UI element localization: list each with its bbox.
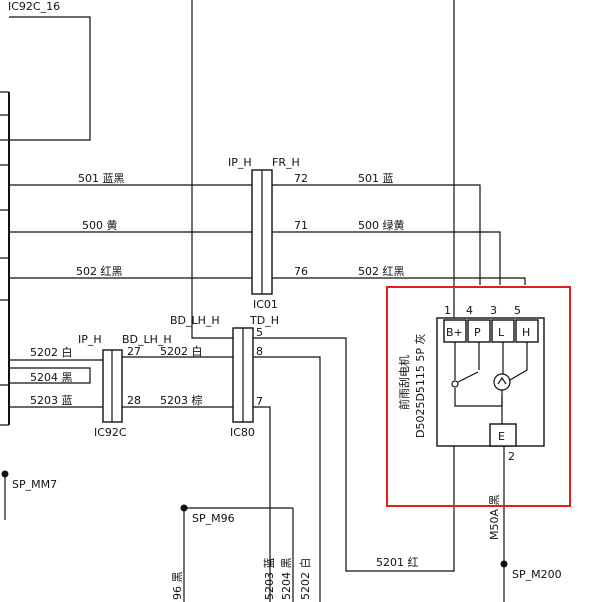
left-connector-strip [0, 91, 10, 426]
wire-500-left-label: 500 黄 [82, 218, 118, 232]
wire-5202-mid-label: 5202 白 [160, 344, 203, 358]
wire-ic80-pin5-out [253, 285, 455, 572]
wire-501-right-label: 501 蓝 [358, 172, 394, 185]
wire-5204 [9, 367, 91, 384]
wiper-motor: 1 4 3 5 B+ P L H E 2 前雨刮电机 D5025D5115 5P… [397, 304, 545, 463]
wire-5203-vertical-label: 5203 蓝 [263, 558, 276, 601]
connector-ic01: IP_H FR_H IC01 [228, 156, 300, 311]
wire-5203-mid-label: 5203 棕 [160, 393, 203, 407]
motor-part-number: D5025D5115 5P 灰 [413, 333, 427, 438]
splice-sp-mm7-label: SP_MM7 [12, 478, 57, 491]
ic80-right-pin-label: TD_H [249, 314, 279, 327]
motor-pin-3: 3 [490, 304, 497, 317]
ic92c-right-pin-label: BD_LH_H [122, 333, 172, 346]
motor-pin-1: 1 [444, 304, 451, 317]
terminal-h: H [522, 326, 530, 339]
wire-from-ic80-pin5 [191, 320, 233, 339]
top-wire-label: IC92C_16 [8, 0, 60, 13]
wire-5202-vertical-label: 5202 白 [298, 558, 312, 601]
wire-5201-label: 5201 红 [376, 556, 419, 569]
wire-5203-left-label: 5203 蓝 [30, 394, 73, 407]
wire-501-right [272, 184, 481, 285]
splice-sp-m96: SP_M96 [180, 504, 293, 602]
wire-502-left-label: 502 红黑 [76, 265, 123, 278]
wire-ic80-pin8-out [253, 356, 321, 602]
terminal-p: P [474, 326, 481, 339]
ic92c-left-pin-label: IP_H [78, 333, 102, 346]
ic92c-label: IC92C [94, 426, 127, 439]
wire-502-right-label: 502 红黑 [358, 265, 405, 278]
wire-ic80-pin7-out [253, 406, 271, 602]
pin-8: 8 [256, 345, 263, 358]
motor-pin-5: 5 [514, 304, 521, 317]
terminal-e: E [498, 430, 505, 443]
wire-96-vertical-label: 96 黑 [171, 572, 184, 601]
connector-ic92c: IP_H BD_LH_H IC92C [78, 333, 172, 439]
terminal-l: L [498, 326, 505, 339]
terminal-bplus: B+ [446, 326, 463, 339]
splice-sp-m200: SP_M200 [500, 446, 562, 602]
splice-sp-mm7: SP_MM7 [1, 470, 57, 520]
wire-ic92c-16 [9, 16, 91, 141]
pin-7: 7 [256, 395, 263, 408]
wire-5202-left-label: 5202 白 [30, 345, 73, 359]
wire-500-right-label: 500 绿黄 [358, 218, 405, 232]
pin-71: 71 [294, 219, 308, 232]
ic80-label: IC80 [230, 426, 255, 439]
wire-502-right [272, 277, 526, 285]
wire-500-right [272, 231, 501, 285]
motor-ground-pin: 2 [508, 450, 515, 463]
pin-5: 5 [256, 326, 263, 339]
splice-sp-m96-label: SP_M96 [192, 512, 235, 525]
pin-72: 72 [294, 172, 308, 185]
ic01-label: IC01 [253, 298, 278, 311]
ic80-left-pin-label: BD_LH_H [170, 314, 220, 327]
wire-501-left-label: 501 蓝黑 [78, 172, 125, 185]
pin-27: 27 [127, 345, 141, 358]
pin-76: 76 [294, 265, 308, 278]
highlight-frame [386, 286, 571, 507]
pin-28: 28 [127, 394, 141, 407]
motor-pin-4: 4 [466, 304, 473, 317]
ic01-right-pin-label: FR_H [272, 156, 300, 169]
ic01-left-pin-label: IP_H [228, 156, 252, 169]
wire-5204-label: 5204 黑 [30, 371, 73, 384]
wire-5204-vertical-label: 5204 黑 [280, 558, 293, 601]
splice-sp-m200-label: SP_M200 [512, 568, 562, 581]
connector-ic80: BD_LH_H TD_H IC80 [170, 314, 279, 439]
motor-name: 前雨刮电机 [397, 355, 411, 410]
wire-m50a-vertical-label: M50A 黑 [488, 494, 501, 540]
